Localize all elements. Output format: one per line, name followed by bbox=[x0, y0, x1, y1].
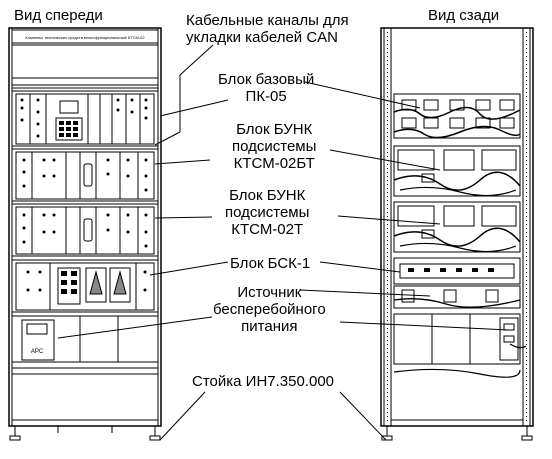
callout-pk05: Блок базовый ПК-05 bbox=[218, 71, 314, 105]
pk05-display bbox=[59, 100, 79, 114]
callout-bunk-02bt: Блок БУНК подсистемы КТСМ-02БТ bbox=[232, 121, 316, 172]
back-rack bbox=[380, 27, 534, 441]
front-view-title: Вид спереди bbox=[14, 7, 103, 24]
back-rack-frame bbox=[380, 27, 534, 427]
callout-bunk-02t: Блок БУНК подсистемы КТСМ-02Т bbox=[225, 187, 309, 238]
ups-brand: APC bbox=[31, 349, 44, 355]
callout-ups-line3: питания bbox=[241, 318, 298, 335]
back-rack-feet bbox=[381, 426, 533, 441]
front-rack-frame bbox=[8, 27, 162, 427]
back-rack-rail-holes bbox=[387, 32, 527, 422]
callout-can-channels: Кабельные каналы для укладки кабелей CAN bbox=[186, 12, 349, 46]
callout-can-line2: укладки кабелей CAN bbox=[186, 29, 338, 46]
callout-bsk1: Блок БСК-1 bbox=[230, 255, 311, 272]
front-top-plate-text: Комплекс технических средств многофункци… bbox=[25, 35, 145, 40]
leader-lines bbox=[57, 44, 511, 441]
callout-bunk-02t-line1: Блок БУНК bbox=[229, 187, 306, 204]
callout-bunk-02bt-line3: КТСМ-02БТ bbox=[233, 155, 315, 172]
bsk1-terminal-block bbox=[57, 267, 81, 305]
pk05-indicators bbox=[20, 98, 148, 138]
callout-rack: Стойка ИН7.350.000 bbox=[192, 373, 335, 390]
callout-pk05-line2: ПК-05 bbox=[245, 88, 287, 105]
front-block-ups: APC bbox=[11, 315, 159, 363]
back-block-bsk1 bbox=[393, 257, 521, 309]
callout-can-line1: Кабельные каналы для bbox=[186, 12, 349, 29]
callout-bunk-02bt-line2: подсистемы bbox=[232, 138, 317, 155]
back-block-ups bbox=[393, 313, 527, 365]
front-can-channel bbox=[11, 44, 159, 86]
front-rack-feet bbox=[9, 426, 161, 441]
ups-front bbox=[21, 319, 55, 361]
back-view-title: Вид сзади bbox=[428, 7, 500, 24]
front-block-bunk-02bt bbox=[11, 148, 159, 202]
callout-ups-line1: Источник bbox=[237, 284, 302, 301]
callout-bunk-02t-line3: КТСМ-02Т bbox=[231, 221, 304, 238]
front-block-bunk-02t bbox=[11, 203, 159, 257]
front-rack: Комплекс технических средств многофункци… bbox=[8, 27, 162, 441]
callout-ups: Источник бесперебойного питания bbox=[213, 284, 326, 335]
callout-bunk-02bt-line1: Блок БУНК bbox=[236, 121, 313, 138]
callout-bunk-02t-line2: подсистемы bbox=[225, 204, 310, 221]
pk05-keypad bbox=[55, 117, 83, 141]
front-block-pk05 bbox=[11, 90, 159, 147]
callout-ups-line2: бесперебойного bbox=[213, 301, 326, 318]
front-block-bsk1 bbox=[11, 259, 159, 313]
front-top-plate bbox=[11, 29, 159, 44]
back-block-bunk-02t bbox=[393, 201, 521, 253]
back-block-pk05 bbox=[393, 93, 521, 139]
back-block-bunk-02bt bbox=[393, 145, 521, 197]
callout-pk05-line1: Блок базовый bbox=[218, 71, 315, 88]
